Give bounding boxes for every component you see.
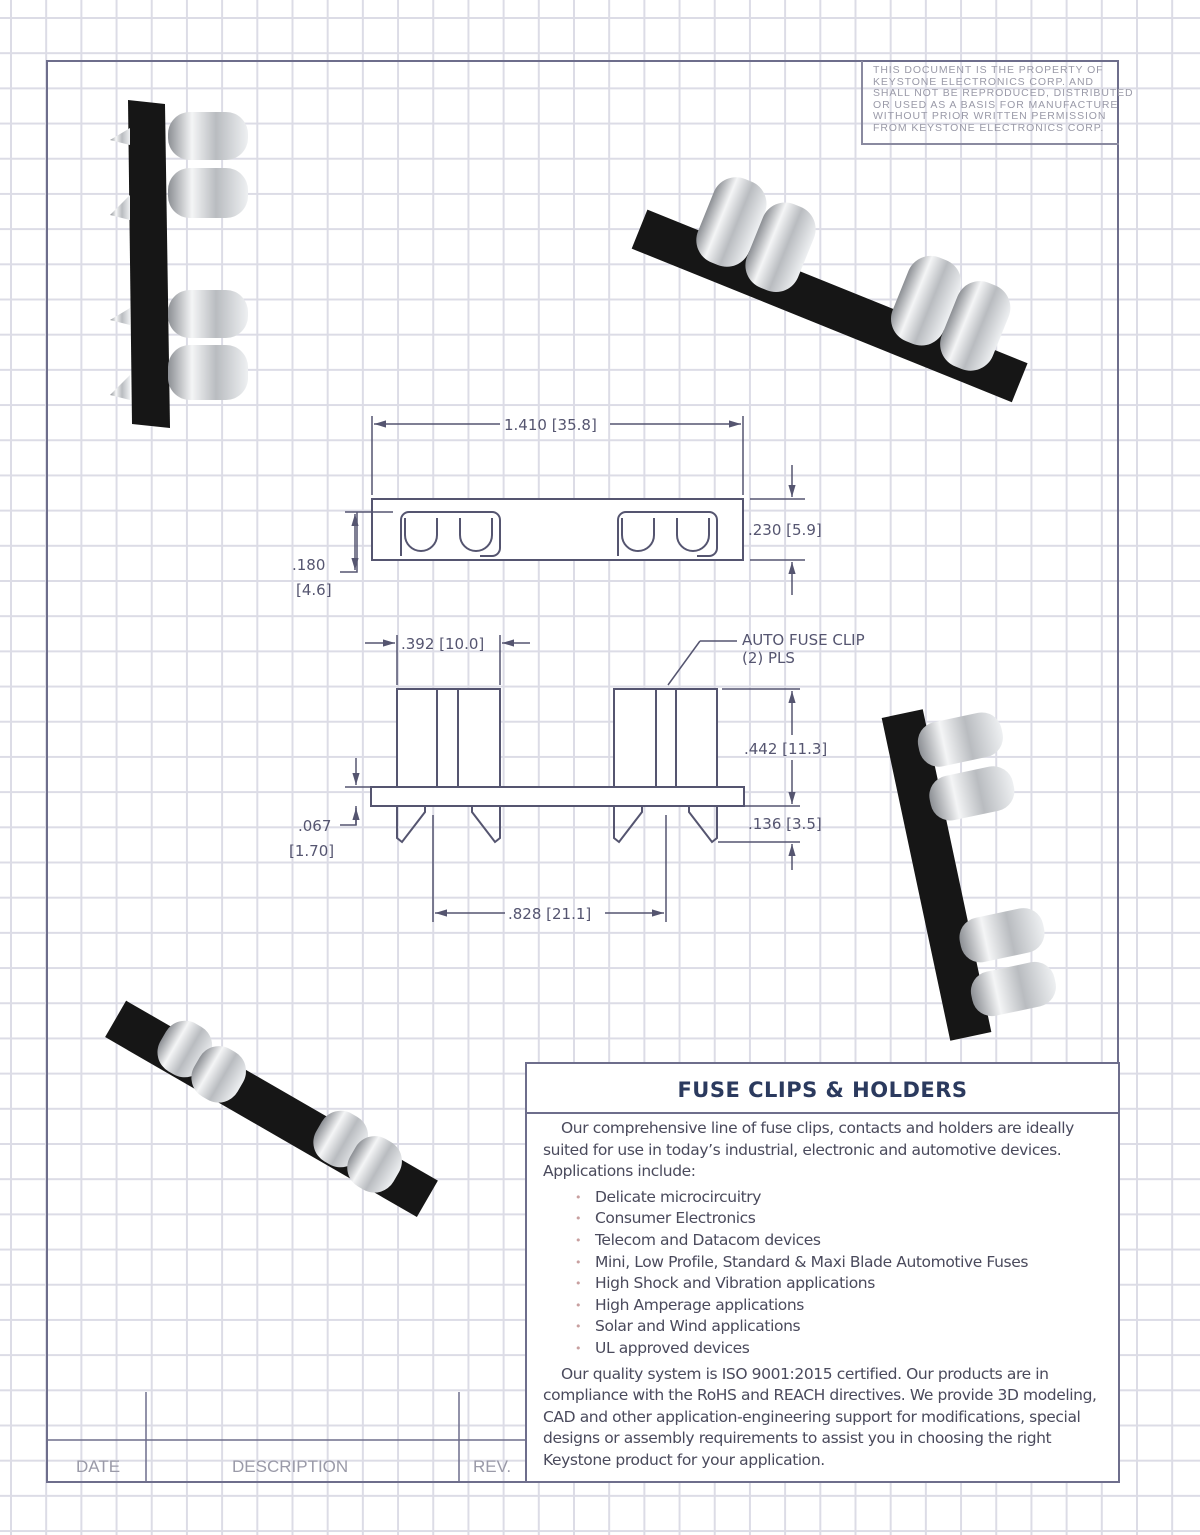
- dim-pin-length: .136 [3.5]: [748, 815, 822, 833]
- notice-line: OR USED AS A BASIS FOR MANUFACTURE: [873, 98, 1119, 111]
- notice-line: THIS DOCUMENT IS THE PROPERTY OF: [873, 64, 1104, 76]
- dim-base-thick-in: .067: [298, 817, 331, 835]
- notice-line: FROM KEYSTONE ELECTRONICS CORP.: [873, 121, 1105, 134]
- list-item: High Amperage applications: [575, 1295, 1108, 1317]
- dim-clip-depth-in: .180: [292, 556, 325, 574]
- product-info-box: FUSE CLIPS & HOLDERS Our comprehensive l…: [525, 1062, 1120, 1483]
- list-item: High Shock and Vibration applications: [575, 1273, 1108, 1295]
- revision-description-header: DESCRIPTION: [232, 1457, 349, 1476]
- dim-clip-height: .442 [11.3]: [744, 740, 827, 758]
- revision-date-header: DATE: [76, 1457, 121, 1476]
- property-notice: THIS DOCUMENT IS THE PROPERTY OF KEYSTON…: [861, 61, 1134, 145]
- notice-line: WITHOUT PRIOR WRITTEN PERMISSION: [873, 110, 1107, 123]
- list-item: Mini, Low Profile, Standard & Maxi Blade…: [575, 1252, 1108, 1274]
- callout-auto-fuse-clip: AUTO FUSE CLIP: [742, 631, 865, 649]
- product-photo-angled-top: [631, 177, 1028, 403]
- dim-base-thick-mm: [1.70]: [289, 842, 334, 860]
- product-photo-vertical: [110, 100, 248, 428]
- revision-rev-header: REV.: [473, 1457, 512, 1476]
- dim-clip-width: .392 [10.0]: [401, 635, 484, 653]
- revision-block: [46, 1392, 525, 1483]
- applications-list: Delicate microcircuitry Consumer Electro…: [543, 1187, 1108, 1360]
- product-photo-angled-right: [881, 709, 1056, 1041]
- top-view: [340, 416, 805, 595]
- dim-clip-spacing: .828 [21.1]: [508, 905, 591, 923]
- list-item: Telecom and Datacom devices: [575, 1230, 1108, 1252]
- notice-line: SHALL NOT BE REPRODUCED, DISTRIBUTED: [873, 87, 1134, 100]
- list-item: Consumer Electronics: [575, 1208, 1108, 1230]
- list-item: Solar and Wind applications: [575, 1316, 1108, 1338]
- dim-height-top: .230 [5.9]: [748, 521, 822, 539]
- info-quality: Our quality system is ISO 9001:2015 cert…: [543, 1364, 1097, 1469]
- side-view: [340, 635, 800, 922]
- notice-line: KEYSTONE ELECTRONICS CORP. AND: [873, 75, 1094, 88]
- info-intro: Our comprehensive line of fuse clips, co…: [543, 1119, 1074, 1181]
- callout-quantity: (2) PLS: [742, 649, 795, 667]
- info-title: FUSE CLIPS & HOLDERS: [527, 1064, 1118, 1114]
- product-photo-angled-bottom: [105, 1000, 438, 1218]
- list-item: UL approved devices: [575, 1338, 1108, 1360]
- dim-overall-width: 1.410 [35.8]: [504, 416, 597, 434]
- list-item: Delicate microcircuitry: [575, 1187, 1108, 1209]
- dim-clip-depth-mm: [4.6]: [296, 581, 332, 599]
